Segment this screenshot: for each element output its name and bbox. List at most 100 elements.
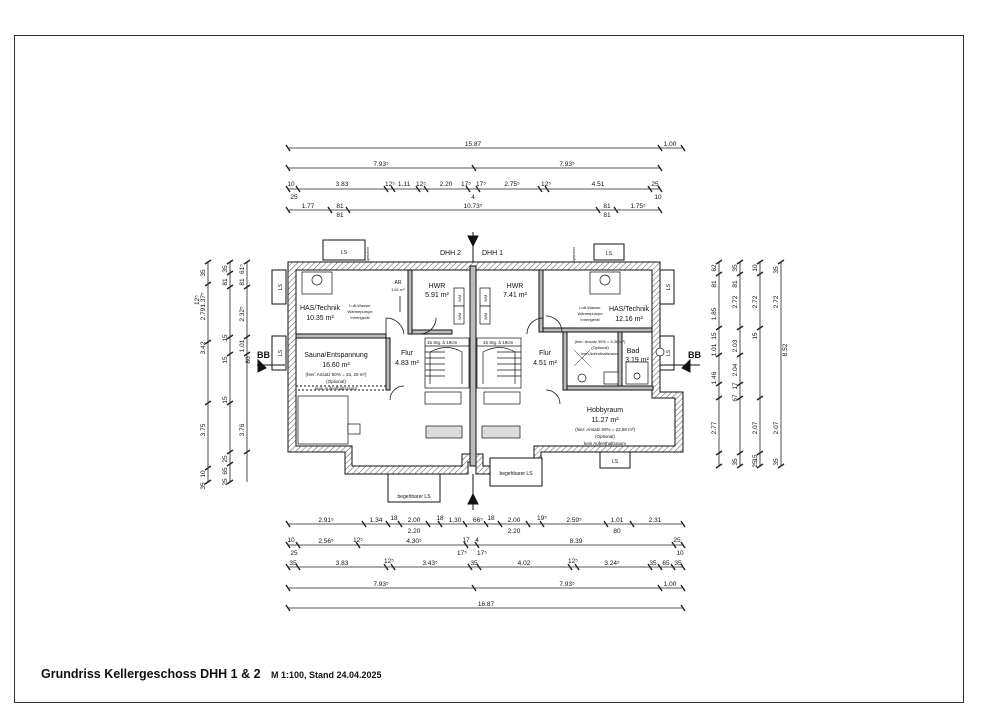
- svg-text:12⁵: 12⁵: [384, 558, 394, 565]
- room-hwr-left: HWR 5.91 m²: [425, 283, 449, 299]
- drawing-title: Grundriss Kellergeschoss DHH 1 & 2: [41, 667, 261, 681]
- dim-total-bottom: 16.87: [478, 601, 495, 608]
- svg-text:1.85: 1.85: [711, 307, 718, 320]
- dimensions-top: [285, 144, 686, 214]
- svg-text:17: 17: [732, 382, 739, 390]
- room-sauna: Sauna/Entspannung 16.60 m² (hier: Ansatz…: [304, 352, 368, 391]
- svg-text:10: 10: [654, 194, 662, 201]
- dimension-labels-left: 35 1.37⁵ 2.79 3.42 3.75 10 35 35 61⁵ 81 …: [194, 264, 252, 490]
- svg-text:7.93⁵: 7.93⁵: [373, 581, 389, 588]
- svg-text:25: 25: [673, 537, 681, 544]
- svg-text:12⁵: 12⁵: [353, 537, 363, 544]
- svg-text:15: 15: [711, 332, 718, 340]
- svg-text:4.51: 4.51: [592, 181, 605, 188]
- svg-text:15: 15: [222, 356, 229, 364]
- svg-text:2.75⁵: 2.75⁵: [504, 181, 520, 188]
- svg-text:62: 62: [711, 264, 718, 272]
- svg-text:2.31: 2.31: [649, 517, 662, 524]
- svg-text:3.75: 3.75: [200, 423, 207, 436]
- svg-text:3.19 m²: 3.19 m²: [625, 357, 649, 364]
- svg-text:1.75⁵: 1.75⁵: [630, 203, 646, 210]
- sauna-cabin: [297, 395, 349, 445]
- svg-text:18: 18: [436, 515, 444, 522]
- room-has-left: HAS/Technik 10.35 m² Luft-Wasser Wärmepu…: [300, 303, 373, 322]
- svg-text:Hobbyraum: Hobbyraum: [587, 407, 623, 414]
- svg-text:25: 25: [290, 194, 298, 201]
- room-hwr-right: HWR 7.41 m²: [503, 283, 527, 299]
- svg-text:kein Aufenthaltsraum: kein Aufenthaltsraum: [581, 351, 619, 356]
- svg-text:(hier: Ansatz 50% = 6,38 m²): (hier: Ansatz 50% = 6,38 m²): [575, 339, 626, 344]
- svg-text:LS: LS: [606, 251, 613, 257]
- svg-text:2.20: 2.20: [508, 528, 521, 535]
- dimension-labels-top: 15.87 1.00 7.93⁵ 7.93⁵ 10 3.83 12⁵ 1.11 …: [287, 141, 676, 219]
- svg-text:7.93⁵: 7.93⁵: [559, 161, 575, 168]
- svg-text:kein Aufenthaltsraum: kein Aufenthaltsraum: [584, 441, 626, 446]
- svg-text:35: 35: [200, 482, 207, 490]
- svg-text:15: 15: [752, 454, 759, 462]
- walkable-shaft-right: [489, 457, 543, 487]
- svg-text:35: 35: [470, 560, 478, 567]
- svg-text:WM: WM: [457, 295, 462, 302]
- svg-text:67: 67: [732, 394, 739, 402]
- svg-text:66⁵: 66⁵: [473, 517, 483, 524]
- svg-text:4.83 m²: 4.83 m²: [395, 360, 419, 367]
- svg-text:(hier: Ansatz 50% = 22,58 m²): (hier: Ansatz 50% = 22,58 m²): [575, 427, 635, 432]
- svg-text:HAS/Technik: HAS/Technik: [300, 305, 341, 312]
- svg-text:2.72: 2.72: [732, 295, 739, 308]
- dimensions-left: [204, 259, 251, 485]
- room-flur-right: Flur 4.51 m²: [533, 350, 557, 367]
- light-shaft-labels: LS LS LS LS LS LS LS begehbarer LS begeh…: [278, 246, 672, 500]
- svg-text:25: 25: [222, 455, 229, 463]
- svg-text:Flur: Flur: [401, 350, 414, 357]
- svg-text:1.00: 1.00: [664, 581, 677, 588]
- svg-text:25: 25: [222, 478, 229, 486]
- svg-text:15: 15: [222, 334, 229, 342]
- svg-text:12⁵: 12⁵: [194, 295, 201, 305]
- dim-total-width: 15.87: [465, 141, 482, 148]
- svg-text:5.91 m²: 5.91 m²: [425, 292, 449, 299]
- svg-text:15: 15: [222, 396, 229, 404]
- svg-text:7.93⁵: 7.93⁵: [559, 581, 575, 588]
- svg-text:2.20: 2.20: [440, 181, 453, 188]
- room-has-right: HAS/Technik 12.16 m² Luft-Wasser Wärmepu…: [577, 305, 649, 323]
- svg-text:1.00: 1.00: [664, 141, 677, 148]
- svg-text:1.30: 1.30: [449, 517, 462, 524]
- svg-text:LS: LS: [612, 459, 619, 465]
- svg-text:8.39: 8.39: [570, 538, 583, 545]
- svg-text:4.30⁵: 4.30⁵: [406, 538, 422, 545]
- svg-text:Bad: Bad: [627, 348, 640, 355]
- svg-text:2.72: 2.72: [773, 295, 780, 308]
- svg-text:(Optional): (Optional): [326, 379, 346, 384]
- svg-text:35: 35: [732, 458, 739, 466]
- svg-text:81: 81: [603, 203, 611, 210]
- svg-text:3.83: 3.83: [336, 181, 349, 188]
- svg-text:1.34: 1.34: [370, 517, 383, 524]
- svg-text:LS: LS: [666, 349, 672, 356]
- svg-text:1.01: 1.01: [611, 517, 624, 524]
- svg-text:1.37⁵: 1.37⁵: [200, 292, 207, 308]
- stair-left: [424, 337, 470, 389]
- svg-text:17⁵: 17⁵: [476, 181, 486, 188]
- svg-text:2.79: 2.79: [200, 307, 207, 320]
- drawing-title-block: Grundriss Kellergeschoss DHH 1 & 2 M 1:1…: [41, 665, 382, 683]
- light-shaft-right: [659, 269, 675, 305]
- svg-text:12.16 m²: 12.16 m²: [615, 316, 643, 323]
- svg-text:Luft-Wasser: Luft-Wasser: [349, 303, 371, 308]
- svg-text:2.00: 2.00: [408, 517, 421, 524]
- svg-text:10: 10: [752, 264, 759, 272]
- svg-text:80: 80: [245, 356, 252, 364]
- svg-text:12⁵: 12⁵: [568, 558, 578, 565]
- svg-text:HAS/Technik: HAS/Technik: [609, 306, 650, 313]
- svg-text:2.07: 2.07: [752, 421, 759, 434]
- svg-text:WM: WM: [483, 295, 488, 302]
- svg-text:Speicher: Speicher: [365, 246, 370, 262]
- svg-text:81: 81: [336, 212, 344, 219]
- walkable-shaft-left: [387, 473, 441, 503]
- svg-text:Innengerät: Innengerät: [350, 315, 370, 320]
- svg-text:1.61 m²: 1.61 m²: [391, 287, 405, 292]
- svg-text:35: 35: [773, 266, 780, 274]
- svg-text:1.11: 1.11: [398, 181, 411, 188]
- svg-text:7.93⁵: 7.93⁵: [373, 161, 389, 168]
- light-shaft-left: [271, 269, 287, 305]
- svg-text:AR: AR: [395, 280, 402, 286]
